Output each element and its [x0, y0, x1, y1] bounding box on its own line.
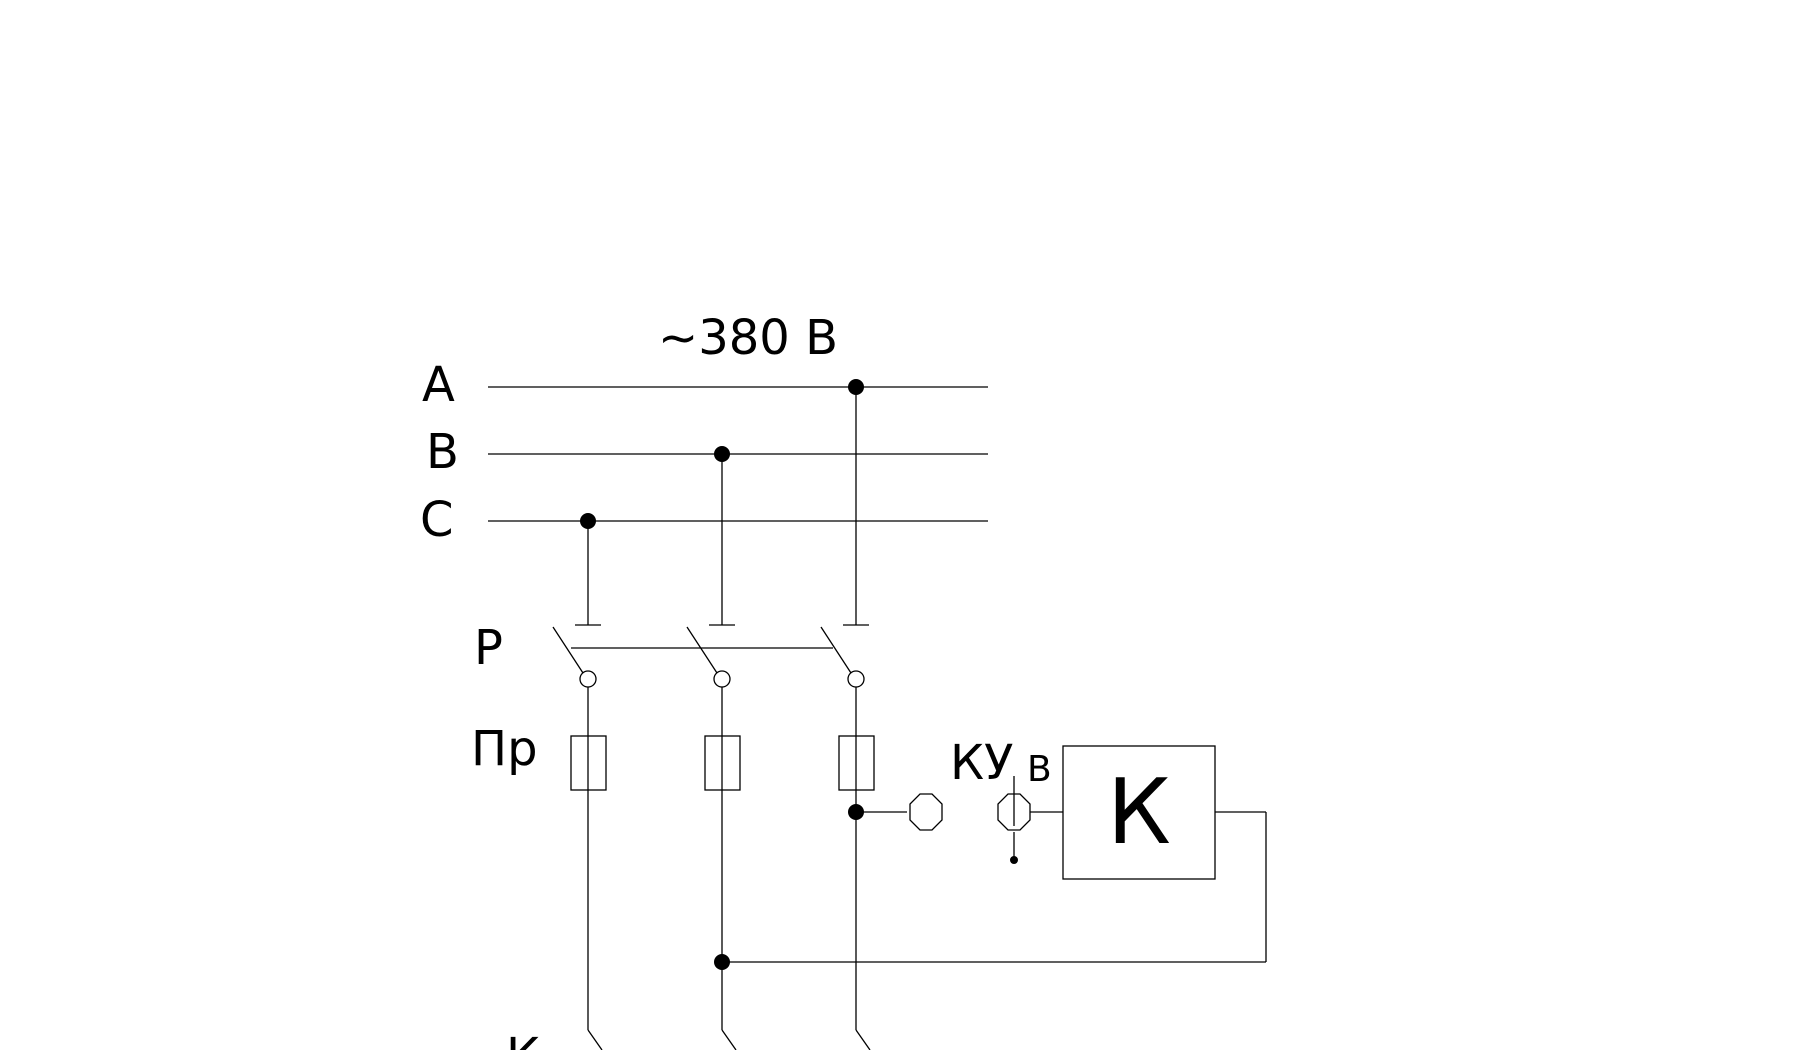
switch-terminal-3: [847, 670, 865, 688]
switch-blade-2: [686, 626, 718, 674]
supply-voltage-label: ~380 В: [658, 310, 838, 366]
fuses-label: Пр: [471, 721, 538, 777]
junction-dot-a: [848, 379, 864, 395]
control-device: [909, 793, 943, 831]
switch-terminal-2: [713, 670, 731, 688]
button-contact: [997, 776, 1031, 864]
fuse-1: [570, 735, 607, 791]
button-label: В: [1027, 749, 1052, 790]
coil-label: К: [1107, 760, 1171, 865]
switch-terminal-1: [579, 670, 597, 688]
contactor-blade-1: [587, 1029, 603, 1050]
control-device-label: КУ: [950, 735, 1013, 791]
contactor-label: К: [506, 1028, 540, 1050]
phase-c-label: C: [420, 492, 454, 548]
switch-blade-1: [552, 626, 584, 674]
phase-b-label: B: [426, 424, 459, 480]
switch-blade-3: [820, 626, 852, 674]
return-junction-dot: [714, 954, 730, 970]
switch-label: Р: [474, 620, 503, 676]
fuse-3: [838, 735, 875, 791]
contactor-blade-2: [721, 1029, 737, 1050]
fuse-2: [704, 735, 741, 791]
contactor-blade-3: [855, 1029, 871, 1050]
phase-a-label: A: [422, 357, 455, 413]
junction-dot-c: [580, 513, 596, 529]
junction-dot-b: [714, 446, 730, 462]
